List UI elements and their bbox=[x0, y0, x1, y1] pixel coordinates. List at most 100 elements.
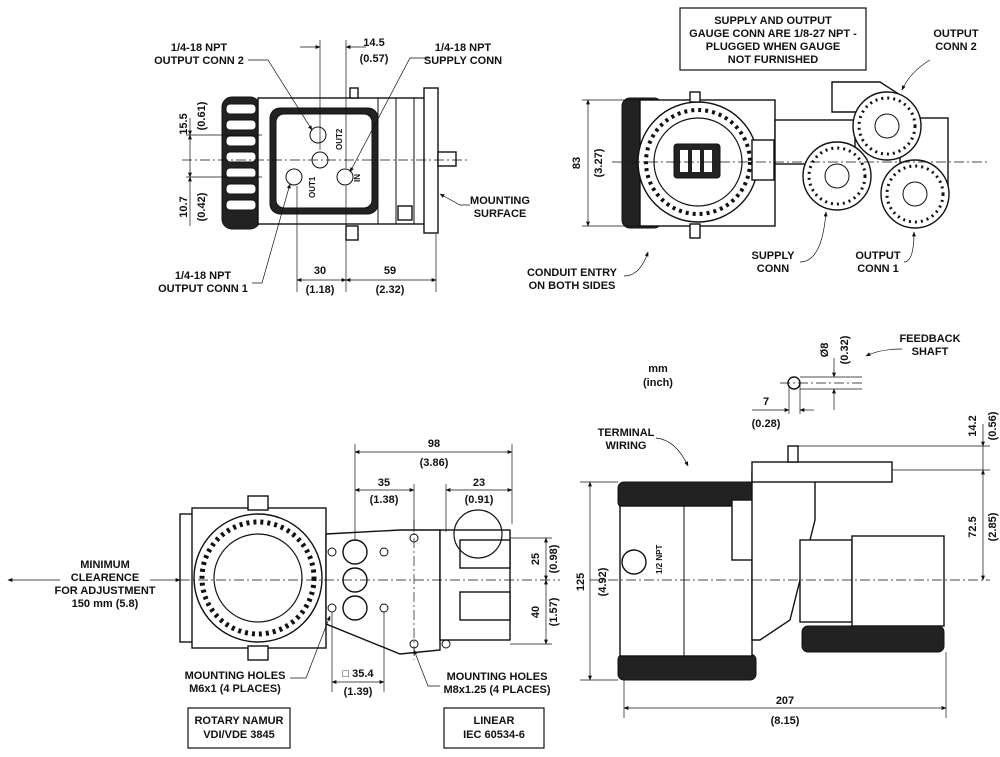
boss-right bbox=[397, 205, 413, 221]
box-rotary-line-1: ROTARY NAMUR bbox=[194, 715, 283, 727]
label-mh-m8-2: M8x1.25 (4 PLACES) bbox=[444, 684, 551, 696]
bottom-right-view: 1/2 NPT 14.2 (0.56) 72.5 (2.85) 125 (4.9… bbox=[575, 411, 999, 727]
shaft-stub bbox=[437, 151, 457, 167]
dim-25-mm: 25 bbox=[530, 553, 542, 565]
min-clear-line-4: 150 mm (5.8) bbox=[72, 598, 139, 610]
dim-30-in: (1.18) bbox=[306, 284, 335, 296]
label-mounting-surface-1: MOUNTING bbox=[470, 195, 530, 207]
min-clear-line-3: FOR ADJUSTMENT bbox=[54, 585, 155, 597]
dim-14-2-in: (0.56) bbox=[987, 411, 999, 440]
label-supply-a: SUPPLY bbox=[751, 250, 795, 262]
label-feedback-2: SHAFT bbox=[912, 346, 949, 358]
label-terminal-1: TERMINAL bbox=[598, 427, 655, 439]
bottom-left-view: 98 (3.86) 35 (1.38) 23 (0.91) 25 (0.98) … bbox=[7, 438, 560, 749]
label-terminal-2: WIRING bbox=[606, 440, 647, 452]
label-mounting-surface-2: SURFACE bbox=[474, 208, 527, 220]
dim-d8-mm: Ø8 bbox=[819, 343, 831, 358]
label-output-conn1: OUTPUT CONN 1 bbox=[158, 283, 248, 295]
min-clear-line-1: MINIMUM bbox=[80, 559, 130, 571]
unit-inch: (inch) bbox=[643, 377, 673, 389]
gauge-supply bbox=[802, 141, 872, 211]
min-clear-line-2: CLEARENCE bbox=[71, 572, 139, 584]
label-supply-conn: SUPPLY CONN bbox=[424, 55, 502, 67]
box-rotary-line-2: VDI/VDE 3845 bbox=[203, 729, 275, 741]
port-out1-label: OUT1 bbox=[308, 176, 317, 198]
dim-10-7-mm: 10.7 bbox=[178, 196, 190, 217]
label-feedback-1: FEEDBACK bbox=[899, 333, 960, 345]
dim-35-in: (1.38) bbox=[370, 494, 399, 506]
label-output-conn1-b: CONN 1 bbox=[857, 263, 899, 275]
linear-wheel bbox=[453, 509, 503, 559]
dim-10-7-in: (0.42) bbox=[196, 192, 208, 221]
label-output-conn2-b: CONN 2 bbox=[935, 41, 977, 53]
dim-15-5-in: (0.61) bbox=[196, 101, 208, 130]
gauge-note-line-4: NOT FURNISHED bbox=[728, 54, 819, 66]
boss-bottom bbox=[345, 225, 359, 241]
dim-59-in: (2.32) bbox=[376, 284, 405, 296]
dim-207-in: (8.15) bbox=[771, 715, 800, 727]
dim-35-4-in: (1.39) bbox=[344, 686, 373, 698]
label-output-conn2: OUTPUT CONN 2 bbox=[154, 55, 244, 67]
front-cover-teeth bbox=[199, 519, 317, 637]
side-gauge-block bbox=[851, 535, 945, 627]
port-out1 bbox=[285, 168, 303, 186]
mounting-plate bbox=[423, 87, 439, 234]
cover-ring-teeth bbox=[644, 108, 752, 216]
gauge-note-line-2: GAUGE CONN ARE 1/8-27 NPT - bbox=[689, 28, 857, 40]
gauge-note-box bbox=[679, 7, 867, 71]
dim-15-5-mm: 15.5 bbox=[178, 113, 190, 134]
label-output-conn2-a: OUTPUT bbox=[933, 28, 979, 40]
gauge-output2 bbox=[852, 91, 922, 161]
dim-72-5-mm: 72.5 bbox=[967, 516, 979, 537]
dim-83-mm: 83 bbox=[571, 157, 583, 169]
dim-7-in: (0.28) bbox=[752, 418, 781, 430]
dim-125-in: (4.92) bbox=[597, 567, 609, 596]
dim-14-2-mm: 14.2 bbox=[967, 415, 979, 436]
label-supply-conn-npt: 1/4-18 NPT bbox=[435, 42, 492, 54]
label-mh-m6-1: MOUNTING HOLES bbox=[185, 670, 286, 682]
top-right-view: SUPPLY AND OUTPUT GAUGE CONN ARE 1/8-27 … bbox=[527, 7, 990, 292]
label-mh-m6-2: M6x1 (4 PLACES) bbox=[189, 683, 281, 695]
dim-59-mm: 59 bbox=[384, 265, 396, 277]
side-manifold bbox=[799, 539, 853, 623]
label-conduit-1: CONDUIT ENTRY bbox=[527, 267, 618, 279]
side-gauges bbox=[801, 625, 945, 653]
box-linear-line-1: LINEAR bbox=[474, 715, 515, 727]
dim-14-5-mm: 14.5 bbox=[363, 37, 384, 49]
label-conduit-2: ON BOTH SIDES bbox=[529, 280, 616, 292]
feedback-shaft bbox=[787, 445, 799, 463]
top-left-view: OUT2 OUT1 IN 14.5 (0.57) 15.5 (0.61) 10.… bbox=[154, 37, 530, 296]
gauge-note-line-3: PLUGGED WHEN GAUGE bbox=[706, 41, 840, 53]
dim-40-in: (1.57) bbox=[548, 597, 560, 626]
cap-fins bbox=[225, 103, 257, 211]
unit-mm: mm bbox=[648, 363, 668, 375]
dim-35-4-mm: □ 35.4 bbox=[342, 668, 374, 680]
port-upper bbox=[342, 539, 368, 565]
box-rotary-namur bbox=[187, 707, 291, 749]
port-lower bbox=[342, 595, 368, 621]
port-in bbox=[336, 168, 354, 186]
dim-7-mm: 7 bbox=[763, 396, 769, 408]
dim-35-mm: 35 bbox=[378, 477, 390, 489]
label-output-conn1-a: OUTPUT bbox=[855, 250, 901, 262]
dim-98-mm: 98 bbox=[428, 438, 440, 450]
gauge-output1 bbox=[880, 159, 950, 229]
side-cap-bottom bbox=[617, 653, 757, 681]
feedback-shaft-detail: Ø8 (0.32) 7 (0.28) FEEDBACK SHAFT bbox=[752, 333, 961, 430]
top-plate bbox=[751, 461, 893, 483]
label-output-conn1-npt: 1/4-18 NPT bbox=[175, 270, 232, 282]
dim-125-mm: 125 bbox=[575, 573, 587, 591]
port-in-label: IN bbox=[353, 174, 362, 182]
dim-83-in: (3.27) bbox=[593, 148, 605, 177]
dim-207-mm: 207 bbox=[776, 695, 794, 707]
dim-25-in: (0.98) bbox=[548, 544, 560, 573]
gauge-note-line-1: SUPPLY AND OUTPUT bbox=[714, 15, 832, 27]
port-out2 bbox=[309, 126, 327, 144]
dim-23-mm: 23 bbox=[473, 477, 485, 489]
front-cover-window bbox=[213, 533, 303, 623]
dim-14-5-in: (0.57) bbox=[360, 53, 389, 65]
dim-72-5-in: (2.85) bbox=[987, 512, 999, 541]
box-linear bbox=[443, 707, 545, 749]
dim-40-mm: 40 bbox=[530, 606, 542, 618]
